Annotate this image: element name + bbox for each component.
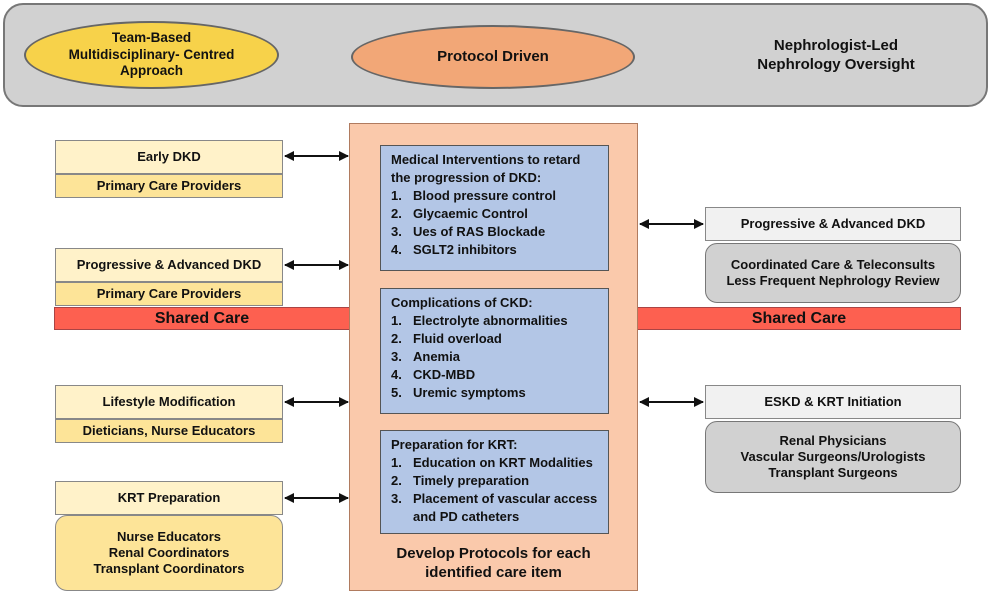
eskd-providers-label: Renal Physicians Vascular Surgeons/Urolo… (740, 432, 926, 481)
early-dkd-label: Early DKD (137, 148, 201, 164)
list-number: 1. (391, 313, 402, 328)
protocols-footer: Develop Protocols for each identified ca… (349, 541, 638, 587)
list-item: 3. Anemia (391, 348, 598, 366)
list-text: SGLT2 inhibitors (413, 242, 517, 257)
list-item: 4. CKD-MBD (391, 366, 598, 384)
list-number: 3. (391, 491, 402, 506)
early-dkd-providers-box: Primary Care Providers (55, 174, 283, 198)
krt-preparation-providers-box: Nurse Educators Renal Coordinators Trans… (55, 515, 283, 591)
eskd-box: ESKD & KRT Initiation (705, 385, 961, 419)
list-item: 2. Glycaemic Control (391, 205, 598, 223)
list-item: 2. Timely preparation (391, 472, 598, 490)
list-item: 1. Blood pressure control (391, 187, 598, 205)
eskd-providers-box: Renal Physicians Vascular Surgeons/Urolo… (705, 421, 961, 493)
list-text: Timely preparation (413, 473, 530, 488)
coordinated-care-box: Coordinated Care & Teleconsults Less Fre… (705, 243, 961, 303)
medical-interventions-list: 1. Blood pressure control 2. Glycaemic Con… (391, 187, 598, 259)
shared-care-bar-right: Shared Care (637, 307, 961, 330)
list-number: 3. (391, 349, 402, 364)
list-number: 4. (391, 367, 402, 382)
krt-preparation-steps-list: 1. Education on KRT Modalities 2. Timely p… (391, 454, 598, 526)
progressive-dkd-left-box: Progressive & Advanced DKD (55, 248, 283, 282)
krt-preparation-steps-header: Preparation for KRT: (391, 437, 518, 452)
shared-care-label-left: Shared Care (154, 309, 250, 327)
complications-header: Complications of CKD: (391, 295, 533, 310)
lifestyle-box: Lifestyle Modification (55, 385, 283, 419)
krt-preparation-label: KRT Preparation (117, 489, 221, 505)
list-text: Uremic symptoms (413, 385, 526, 400)
list-text: Fluid overload (413, 331, 502, 346)
list-text: Education on KRT Modalities (413, 455, 593, 470)
list-item: 3. Placement of vascular access and PD ca… (391, 490, 598, 526)
list-item: 1. Education on KRT Modalities (391, 454, 598, 472)
early-dkd-providers-label: Primary Care Providers (96, 177, 242, 193)
nephrologist-led-label: Nephrologist-Led Nephrology Oversight (720, 30, 952, 82)
list-number: 2. (391, 206, 402, 221)
list-number: 1. (391, 455, 402, 470)
protocol-driven-label: Protocol Driven (437, 47, 549, 65)
coordinated-care-label: Coordinated Care & Teleconsults Less Fre… (726, 256, 940, 288)
list-text: Placement of vascular access and PD cath… (413, 491, 598, 524)
list-item: 4. SGLT2 inhibitors (391, 241, 598, 259)
protocols-footer-label: Develop Protocols for each identified ca… (396, 545, 591, 581)
progressive-dkd-left-label: Progressive & Advanced DKD (76, 256, 262, 272)
list-item: 3. Ues of RAS Blockade (391, 223, 598, 241)
lifestyle-label: Lifestyle Modification (102, 393, 236, 409)
progressive-dkd-providers-box: Primary Care Providers (55, 282, 283, 306)
lifestyle-providers-label: Dieticians, Nurse Educators (82, 422, 256, 438)
nephrologist-led-text: Nephrologist-Led Nephrology Oversight (757, 37, 915, 73)
lifestyle-providers-box: Dieticians, Nurse Educators (55, 419, 283, 443)
list-text: Electrolyte abnormalities (413, 313, 568, 328)
list-item: 5. Uremic symptoms (391, 384, 598, 402)
list-number: 2. (391, 473, 402, 488)
progressive-dkd-right-label: Progressive & Advanced DKD (740, 215, 926, 231)
list-item: 1. Electrolyte abnormalities (391, 312, 598, 330)
list-number: 5. (391, 385, 402, 400)
team-based-ellipse: Team-Based Multidisciplinary- Centred Ap… (24, 21, 279, 89)
list-text: Anemia (413, 349, 460, 364)
eskd-label: ESKD & KRT Initiation (764, 393, 902, 409)
list-number: 4. (391, 242, 402, 257)
shared-care-label-right: Shared Care (751, 309, 847, 327)
list-number: 2. (391, 331, 402, 346)
medical-interventions-box: Medical Interventions to retard the prog… (380, 145, 609, 271)
medical-interventions-header: Medical Interventions to retard the prog… (391, 152, 581, 185)
krt-preparation-steps-box: Preparation for KRT: 1. Education on KRT … (380, 430, 609, 534)
complications-box: Complications of CKD: 1. Electrolyte abno… (380, 288, 609, 414)
list-number: 1. (391, 188, 402, 203)
team-based-label: Team-Based Multidisciplinary- Centred Ap… (68, 29, 235, 79)
complications-list: 1. Electrolyte abnormalities 2. Fluid over… (391, 312, 598, 402)
shared-care-bar-left: Shared Care (54, 307, 350, 330)
protocol-driven-ellipse: Protocol Driven (351, 25, 635, 89)
list-number: 3. (391, 224, 402, 239)
early-dkd-box: Early DKD (55, 140, 283, 174)
list-text: CKD-MBD (413, 367, 476, 382)
list-item: 2. Fluid overload (391, 330, 598, 348)
list-text: Blood pressure control (413, 188, 557, 203)
krt-preparation-providers-label: Nurse Educators Renal Coordinators Trans… (93, 528, 245, 577)
progressive-dkd-providers-label: Primary Care Providers (96, 285, 242, 301)
krt-preparation-box: KRT Preparation (55, 481, 283, 515)
progressive-dkd-right-box: Progressive & Advanced DKD (705, 207, 961, 241)
list-text: Ues of RAS Blockade (413, 224, 546, 239)
list-text: Glycaemic Control (413, 206, 528, 221)
